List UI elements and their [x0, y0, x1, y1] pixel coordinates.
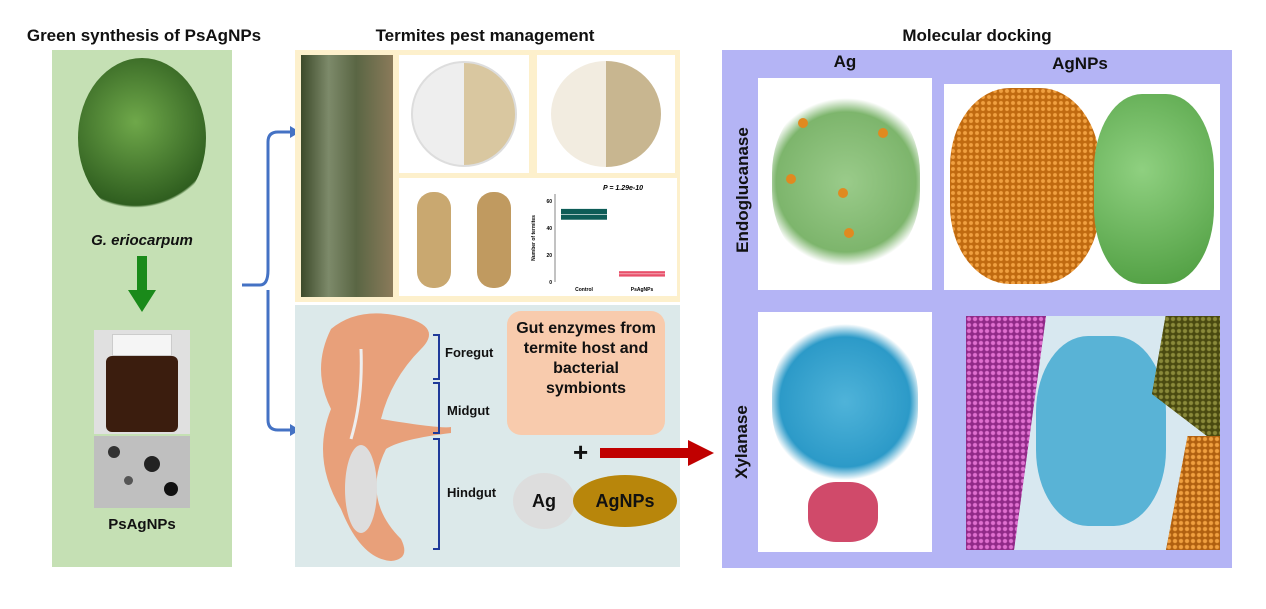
- down-arrow-icon: [128, 256, 156, 312]
- gut-enzymes-box: Gut enzymes from termite host and bacter…: [507, 311, 665, 435]
- vial-image: [94, 330, 190, 434]
- row-xylanase-label: Xylanase: [732, 405, 751, 479]
- branch-connector: [242, 126, 300, 436]
- y-tick-label: 20: [546, 253, 552, 259]
- column-agnps-label: AgNPs: [1052, 54, 1108, 73]
- xylanase-ag-image: [758, 312, 932, 552]
- midgut-label: Midgut: [447, 403, 490, 418]
- gut-brackets: [433, 334, 440, 550]
- row-endoglucanase-label: Endoglucanase: [733, 127, 752, 253]
- filter-paper-image: [537, 55, 675, 173]
- ag-badge: Ag: [513, 473, 575, 529]
- synthesis-panel: G. eriocarpum PsAgNPs: [52, 50, 232, 567]
- y-tick-label: 0: [549, 280, 552, 286]
- x-tick-label: Control: [575, 287, 593, 293]
- x-tick-label: PsAgNPs: [631, 287, 654, 293]
- docking-title: Molecular docking: [902, 26, 1052, 45]
- plus-sign: +: [573, 437, 589, 467]
- y-tick-label: 60: [546, 199, 552, 205]
- plant-image: [78, 58, 206, 218]
- tree-bark-image: [301, 55, 393, 297]
- termite-gut-illustration: [321, 313, 451, 561]
- xylanase-agnps-image: [966, 316, 1220, 550]
- plant-label: G. eriocarpum: [91, 232, 193, 249]
- chart-title: P = 1.29e-10: [603, 185, 643, 192]
- tem-image: [94, 436, 190, 508]
- foregut-label: Foregut: [445, 345, 494, 360]
- y-axis-label: Number of termites: [531, 215, 537, 261]
- petri-dish-image: [399, 55, 529, 173]
- endoglucanase-ag-image: [758, 78, 932, 290]
- right-arrow-icon: [600, 440, 714, 466]
- termite-specimens-image: [399, 178, 525, 296]
- docking-panel: Ag AgNPs Endoglucanase Xylanase: [722, 50, 1232, 568]
- agnps-badge: AgNPs: [573, 475, 677, 527]
- product-label: PsAgNPs: [108, 516, 176, 533]
- y-tick-label: 40: [546, 226, 552, 232]
- termites-title: Termites pest management: [375, 26, 595, 45]
- gut-panel: Foregut Midgut Hindgut Gut enzymes from …: [295, 305, 680, 567]
- hindgut-label: Hindgut: [447, 485, 497, 500]
- synthesis-title: Green synthesis of PsAgNPs: [26, 26, 262, 45]
- endoglucanase-agnps-image: [944, 84, 1220, 290]
- column-ag-label: Ag: [833, 52, 857, 71]
